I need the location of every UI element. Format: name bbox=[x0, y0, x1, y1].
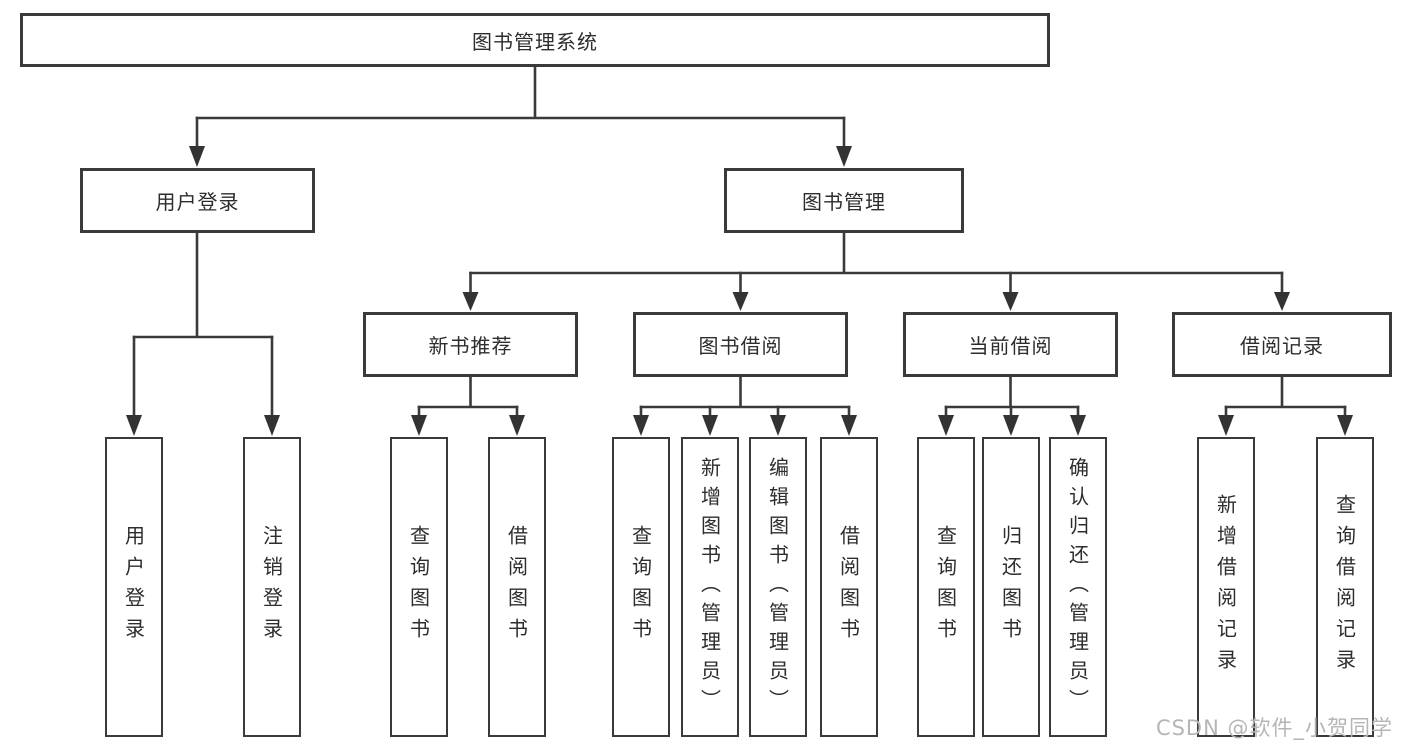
node-book-borrowing: 图书借阅 bbox=[633, 312, 848, 377]
leaf-add-books-admin: 新增图书（管理员） bbox=[681, 437, 739, 737]
leaf-edit-books-admin-label: 编辑图书（管理员） bbox=[765, 456, 790, 718]
leaf-query-books-recommend-label: 查询图书 bbox=[406, 525, 431, 649]
leaf-add-books-admin-label: 新增图书（管理员） bbox=[697, 456, 722, 718]
leaf-query-books-recommend: 查询图书 bbox=[390, 437, 448, 737]
leaf-query-books-borrowing-label: 查询图书 bbox=[628, 525, 653, 649]
leaf-query-borrow-record: 查询借阅记录 bbox=[1316, 437, 1374, 737]
leaf-borrow-books-recommend-label: 借阅图书 bbox=[504, 525, 529, 649]
node-book-management: 图书管理 bbox=[724, 168, 964, 233]
node-borrowing-records: 借阅记录 bbox=[1172, 312, 1392, 377]
leaf-query-books-borrowing: 查询图书 bbox=[612, 437, 670, 737]
leaf-user-login: 用户登录 bbox=[105, 437, 163, 737]
watermark: CSDN @软件_小贺同学 bbox=[1155, 716, 1393, 740]
leaf-confirm-return-admin-label: 确认归还（管理员） bbox=[1065, 456, 1090, 718]
leaf-logout: 注销登录 bbox=[243, 437, 301, 737]
leaf-query-books-current-label: 查询图书 bbox=[933, 525, 958, 649]
leaf-borrow-books-recommend: 借阅图书 bbox=[488, 437, 546, 737]
leaf-add-borrow-record: 新增借阅记录 bbox=[1197, 437, 1255, 737]
leaf-return-books: 归还图书 bbox=[982, 437, 1040, 737]
node-current-borrowing: 当前借阅 bbox=[903, 312, 1118, 377]
leaf-query-books-current: 查询图书 bbox=[917, 437, 975, 737]
node-new-book-recommendation: 新书推荐 bbox=[363, 312, 578, 377]
node-library-management-system: 图书管理系统 bbox=[20, 13, 1050, 67]
leaf-edit-books-admin: 编辑图书（管理员） bbox=[749, 437, 807, 737]
leaf-user-login-label: 用户登录 bbox=[121, 525, 146, 649]
leaf-add-borrow-record-label: 新增借阅记录 bbox=[1213, 494, 1238, 680]
leaf-logout-label: 注销登录 bbox=[259, 525, 284, 649]
node-user-login: 用户登录 bbox=[80, 168, 315, 233]
leaf-confirm-return-admin: 确认归还（管理员） bbox=[1049, 437, 1107, 737]
leaf-borrow-books-borrowing-label: 借阅图书 bbox=[836, 525, 861, 649]
leaf-borrow-books-borrowing: 借阅图书 bbox=[820, 437, 878, 737]
leaf-return-books-label: 归还图书 bbox=[998, 525, 1023, 649]
leaf-query-borrow-record-label: 查询借阅记录 bbox=[1332, 494, 1357, 680]
